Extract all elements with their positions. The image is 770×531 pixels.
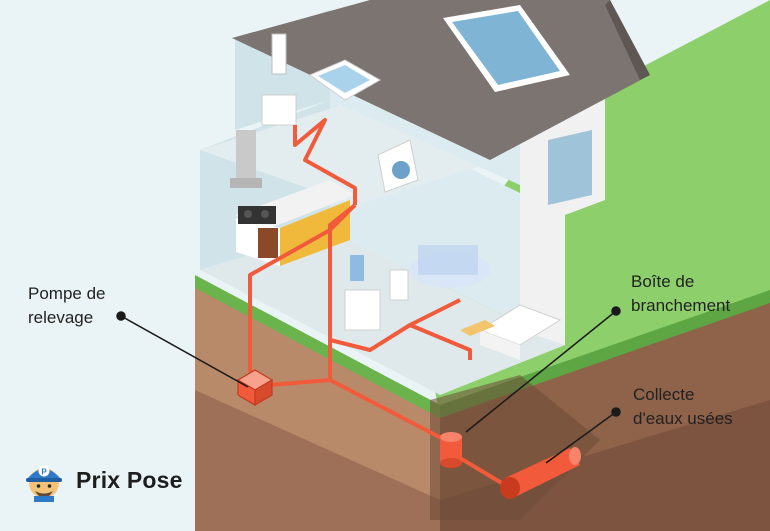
roof-right bbox=[605, 0, 650, 80]
label-pompe-line1: Pompe de bbox=[28, 284, 106, 303]
roof-window-glass bbox=[452, 11, 560, 85]
leader-pompe bbox=[120, 315, 249, 388]
trench bbox=[430, 375, 600, 520]
badge-letter: P bbox=[41, 468, 47, 477]
leader-boite-dot bbox=[611, 306, 621, 316]
leader-collecte-dot bbox=[611, 407, 621, 417]
washing-machine-door bbox=[392, 161, 410, 179]
leader-lines bbox=[116, 306, 621, 464]
sink-upstairs bbox=[261, 94, 297, 126]
oven-door bbox=[258, 228, 278, 258]
leader-pompe-dot bbox=[116, 311, 126, 321]
pipe-to-sewer bbox=[453, 453, 507, 487]
label-pompe-de-relevage: Pompe de relevage bbox=[28, 282, 106, 330]
stove-burner bbox=[261, 210, 269, 218]
label-collecte-line1: Collecte bbox=[633, 385, 695, 404]
pump-box bbox=[236, 369, 274, 407]
pipe-to-pump bbox=[269, 378, 446, 442]
label-collecte-eaux-usees: Collecte d'eaux usées bbox=[633, 383, 733, 431]
pipe-bathroom-branch bbox=[409, 298, 461, 327]
leader-collecte bbox=[545, 411, 617, 464]
house-floor bbox=[200, 230, 565, 395]
house-side-window bbox=[548, 130, 592, 205]
vanity bbox=[344, 289, 381, 331]
kitchen-stove-top bbox=[238, 206, 276, 224]
brand-logo: P Prix Pose bbox=[22, 458, 183, 502]
pipe-upstairs bbox=[293, 118, 357, 205]
label-collecte-line2: d'eaux usées bbox=[633, 409, 733, 428]
wall-post-base bbox=[230, 178, 262, 188]
bathtub-water bbox=[318, 65, 370, 93]
bath-mat bbox=[460, 320, 495, 336]
leader-boite bbox=[465, 310, 617, 433]
sewer-collector bbox=[500, 447, 581, 499]
label-boite-line1: Boîte de bbox=[631, 272, 695, 291]
wall-post bbox=[236, 130, 256, 185]
grass-edge bbox=[195, 275, 440, 418]
stove-burner bbox=[244, 210, 252, 218]
pipe-main-vertical bbox=[328, 203, 357, 380]
label-boite-de-branchement: Boîte de branchement bbox=[631, 270, 730, 318]
label-pompe-line2: relevage bbox=[28, 308, 94, 327]
brand-name: Prix Pose bbox=[76, 466, 183, 493]
toilet bbox=[389, 269, 409, 301]
soil-deep bbox=[195, 390, 440, 531]
plumber-mascot-icon: P bbox=[26, 465, 62, 502]
roof-front bbox=[232, 0, 650, 160]
label-boite-line2: branchement bbox=[631, 296, 731, 315]
bathtub-ground-front bbox=[480, 330, 520, 360]
connection-box bbox=[440, 432, 462, 468]
vanity-mirror bbox=[350, 255, 364, 281]
mirror-upstairs bbox=[271, 33, 287, 75]
shower-glass bbox=[418, 245, 478, 275]
